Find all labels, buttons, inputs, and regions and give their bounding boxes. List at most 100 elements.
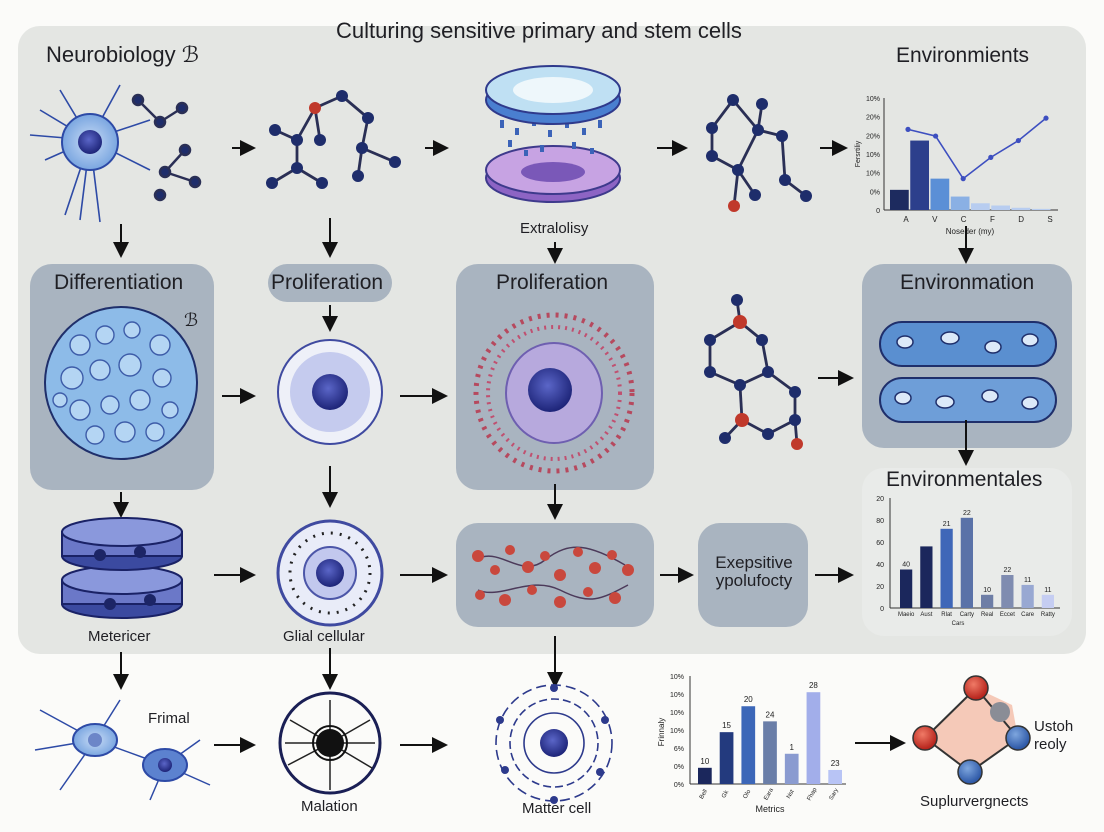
data-label: 10 <box>700 757 709 766</box>
y-tick-label: 0 <box>876 208 880 215</box>
bar <box>1001 575 1013 608</box>
bar <box>920 546 932 608</box>
environments-chart: 00%10%10%20%20%10%AVCFDSNoseder (my)Fers… <box>855 96 1058 236</box>
x-tick-label: Eccet <box>1000 612 1015 618</box>
neurobiology-label: Neurobiology ℬ <box>46 42 199 68</box>
y-tick-label: 0 <box>880 606 884 613</box>
y-tick-label: 0% <box>674 764 684 771</box>
line-point <box>961 176 966 181</box>
x-tick-label: Maeio <box>898 612 915 618</box>
data-label: 20 <box>744 695 753 704</box>
data-label: 24 <box>766 710 775 719</box>
line-point <box>933 133 938 138</box>
proliferation-label-1: Proliferation <box>271 271 383 295</box>
bar <box>785 754 799 784</box>
x-axis-label: Metrics <box>756 804 785 814</box>
y-tick-label: 10% <box>670 692 684 699</box>
bar <box>1032 209 1051 210</box>
y-tick-label: 0% <box>674 782 684 789</box>
small-molecule-icon <box>133 95 200 200</box>
bar <box>931 179 950 210</box>
line-point <box>1043 116 1048 121</box>
molecule-icon <box>266 90 401 189</box>
bar <box>807 692 821 784</box>
x-tick-label: Nst <box>786 789 796 800</box>
data-label: 1 <box>789 743 794 752</box>
y-tick-label: 80 <box>876 518 884 525</box>
x-tick-label: Sary <box>829 788 840 802</box>
data-label: 11 <box>1024 577 1031 584</box>
data-label: 10 <box>983 587 991 594</box>
metericer-label: Metericer <box>88 628 151 645</box>
exepsitive-label: Exepsitive ypolufocty <box>700 554 808 590</box>
x-tick-label: Olo <box>742 788 752 800</box>
x-axis-label: Noseder (my) <box>946 227 995 236</box>
mature-cell-icon <box>496 684 612 804</box>
ustoh-line-2: reoly <box>1034 736 1073 754</box>
exepsitive-line-1: Exepsitive <box>700 554 808 572</box>
data-label: 21 <box>943 521 951 528</box>
x-tick-label: Ratty <box>1041 612 1055 618</box>
bar <box>1042 595 1054 608</box>
cell-network-icon <box>472 545 634 608</box>
data-label: 23 <box>831 759 840 768</box>
x-tick-label: S <box>1047 215 1052 224</box>
data-label: 28 <box>809 681 818 690</box>
y-tick-label: 10% <box>670 674 684 681</box>
neuron-icon <box>30 85 150 222</box>
x-tick-label: Eara <box>763 787 775 802</box>
y-axis-label: Frinnaly <box>657 718 666 746</box>
bar <box>1012 208 1031 210</box>
x-tick-label: Rlat <box>941 612 952 618</box>
y-tick-label: 10% <box>866 152 880 159</box>
y-tick-label: 40 <box>876 562 884 569</box>
bar <box>910 141 929 210</box>
environments-label: Environmients <box>896 44 1029 68</box>
x-tick-label: C <box>961 215 967 224</box>
large-cell-icon <box>476 315 632 471</box>
tissue-layers-icon <box>880 322 1056 422</box>
bar <box>741 706 755 784</box>
x-tick-label: F <box>990 215 995 224</box>
network-diagram-icon <box>913 676 1030 784</box>
differentiation-label: Differentiation <box>54 271 183 295</box>
y-tick-label: 20 <box>876 584 884 591</box>
matter-cell-label: Matter cell <box>522 800 591 817</box>
line-point <box>905 127 910 132</box>
x-tick-label: Bell <box>699 789 709 801</box>
data-label: 40 <box>902 562 910 569</box>
y-tick-label: 10% <box>866 96 880 103</box>
y-tick-label: 10% <box>866 171 880 178</box>
metrics-chart: 0%0%6%10%10%10%10%10Bell15Gk20Olo24Eara1… <box>657 674 846 814</box>
extralolisy-label: Extralolisy <box>520 220 588 237</box>
x-axis-label: Cars <box>952 621 965 627</box>
y-tick-label: 10% <box>670 710 684 717</box>
x-tick-label: Care <box>1021 612 1035 618</box>
bar <box>763 721 777 784</box>
ustoh-line-1: Ustoh <box>1034 718 1073 736</box>
differentiating-cell-icon <box>45 307 197 459</box>
x-tick-label: Real <box>981 612 993 618</box>
bar <box>890 190 909 210</box>
environmation-label: Environmation <box>900 271 1034 295</box>
x-tick-label: Gk <box>721 789 731 800</box>
y-tick-label: 20% <box>866 115 880 122</box>
y-axis-label: Fersrtiliy <box>855 140 862 167</box>
y-tick-label: 60 <box>876 540 884 547</box>
x-tick-label: D <box>1018 215 1024 224</box>
y-tick-label: 20% <box>866 133 880 140</box>
bar <box>941 529 953 608</box>
x-tick-label: Aust <box>920 612 932 618</box>
y-tick-label: 20 <box>876 496 884 503</box>
x-tick-label: Carty <box>960 612 974 618</box>
malation-label: Malation <box>301 798 358 815</box>
bar <box>900 570 912 609</box>
differentiation-glyph: ℬ <box>184 310 198 331</box>
maturation-cell-icon <box>280 693 380 793</box>
glial-cell-icon <box>278 521 382 625</box>
neurobiology-text: Neurobiology <box>46 42 176 67</box>
x-tick-label: V <box>932 215 938 224</box>
x-tick-label: Fhap <box>807 787 819 802</box>
